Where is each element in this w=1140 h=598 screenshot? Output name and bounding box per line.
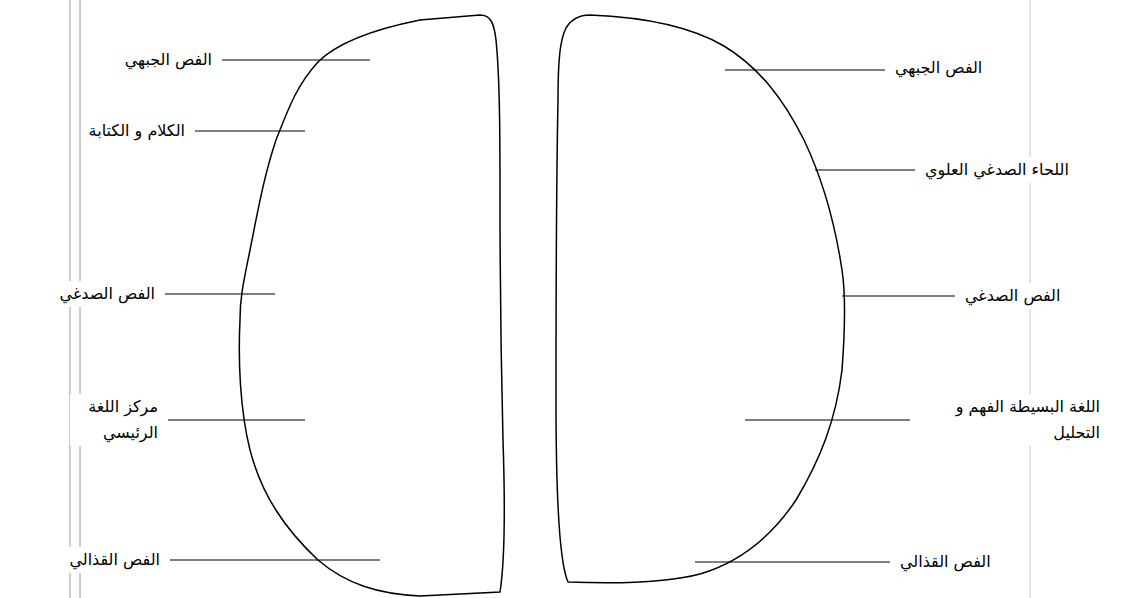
- leader-line: [725, 70, 885, 71]
- right-hemisphere-outline: [556, 15, 845, 583]
- leader-line: [168, 420, 305, 421]
- region-label: الفص الصدغي: [58, 281, 157, 307]
- leader-line: [170, 560, 380, 561]
- leader-lines: [165, 60, 955, 562]
- leader-line: [815, 170, 915, 171]
- region-label: الفص القذالي: [898, 549, 993, 575]
- leader-line: [695, 562, 890, 563]
- region-label: اللغة البسيطة الفهم و التحليل: [918, 394, 1102, 445]
- region-label: اللحاء الصدغي العلوي: [923, 157, 1071, 183]
- region-label: الفص الصدغي: [963, 283, 1062, 309]
- leader-line: [195, 131, 305, 132]
- leader-line: [745, 420, 910, 421]
- region-label: الفص الجبهي: [893, 55, 984, 81]
- leader-line: [842, 296, 955, 297]
- region-label: مركز اللغة الرئيسي: [70, 394, 160, 445]
- leader-line: [222, 60, 370, 61]
- left-hemisphere-outline: [239, 15, 504, 596]
- region-label: الفص القذالي: [67, 547, 162, 573]
- region-label: الفص الجبهي: [123, 47, 214, 73]
- region-label: الكلام و الكتابة: [87, 118, 187, 144]
- leader-line: [165, 294, 275, 295]
